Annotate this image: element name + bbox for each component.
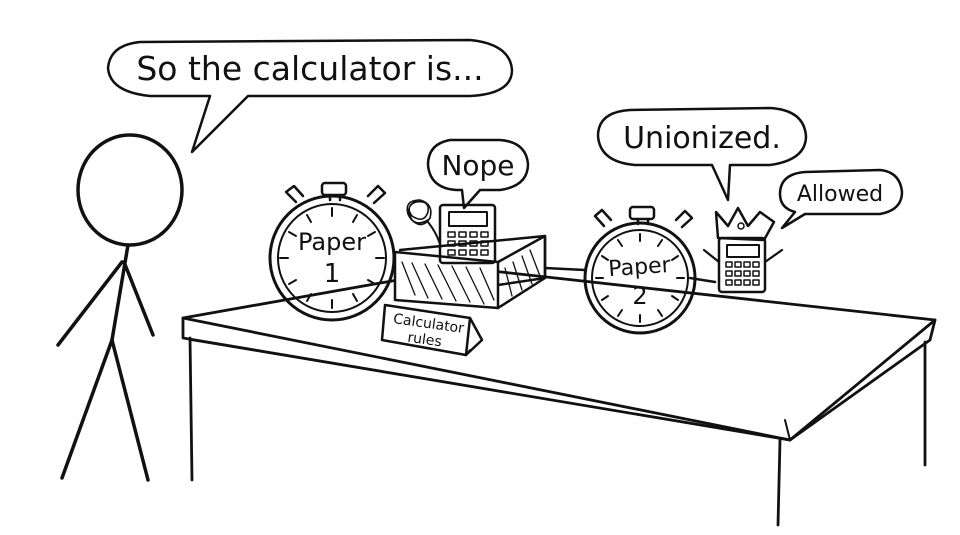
stick-figure-arm-left bbox=[56, 260, 124, 347]
stick-figure-leg-right bbox=[110, 338, 150, 482]
stopwatch-paper-1: Paper 1 bbox=[268, 181, 396, 322]
speech-bubble-allowed: Allowed bbox=[778, 168, 904, 230]
stick-figure-head bbox=[76, 133, 184, 247]
sign-text-line2: rules bbox=[406, 330, 442, 351]
table-edge-right bbox=[788, 318, 937, 442]
stopwatch-2-label: Paper bbox=[608, 253, 673, 282]
table-top bbox=[181, 266, 937, 442]
stopwatch-1-label: Paper bbox=[298, 228, 366, 256]
stick-figure bbox=[56, 133, 184, 482]
speech-text-nope: Nope bbox=[441, 149, 514, 182]
crown-icon bbox=[714, 206, 776, 242]
table-leg-front-left bbox=[188, 336, 194, 482]
speech-bubble-nope: Nope bbox=[426, 138, 530, 210]
table bbox=[181, 266, 937, 527]
stopwatch-paper-2: Paper 2 bbox=[583, 205, 697, 335]
stick-figure-leg-left bbox=[60, 338, 114, 480]
table-leg-front-right bbox=[776, 438, 782, 527]
calculator-box bbox=[393, 234, 547, 310]
crowned-calculator bbox=[702, 206, 784, 294]
stick-figure-body bbox=[110, 243, 130, 342]
speech-bubble-stick-figure: So the calculator is... bbox=[106, 38, 514, 154]
speech-bubble-unionized: Unionized. bbox=[596, 106, 808, 202]
speech-text-allowed: Allowed bbox=[797, 182, 883, 207]
scribble-icon bbox=[406, 199, 432, 226]
speech-text-stick-figure: So the calculator is... bbox=[136, 49, 483, 88]
speech-text-unionized: Unionized. bbox=[623, 121, 781, 156]
calculator-rules-sign: Calculator rules bbox=[380, 303, 484, 357]
stick-figure-arm-right bbox=[122, 260, 155, 337]
stopwatch-2-number: 2 bbox=[632, 282, 647, 310]
stopwatch-1-number: 1 bbox=[324, 259, 341, 289]
box-side bbox=[496, 234, 547, 310]
